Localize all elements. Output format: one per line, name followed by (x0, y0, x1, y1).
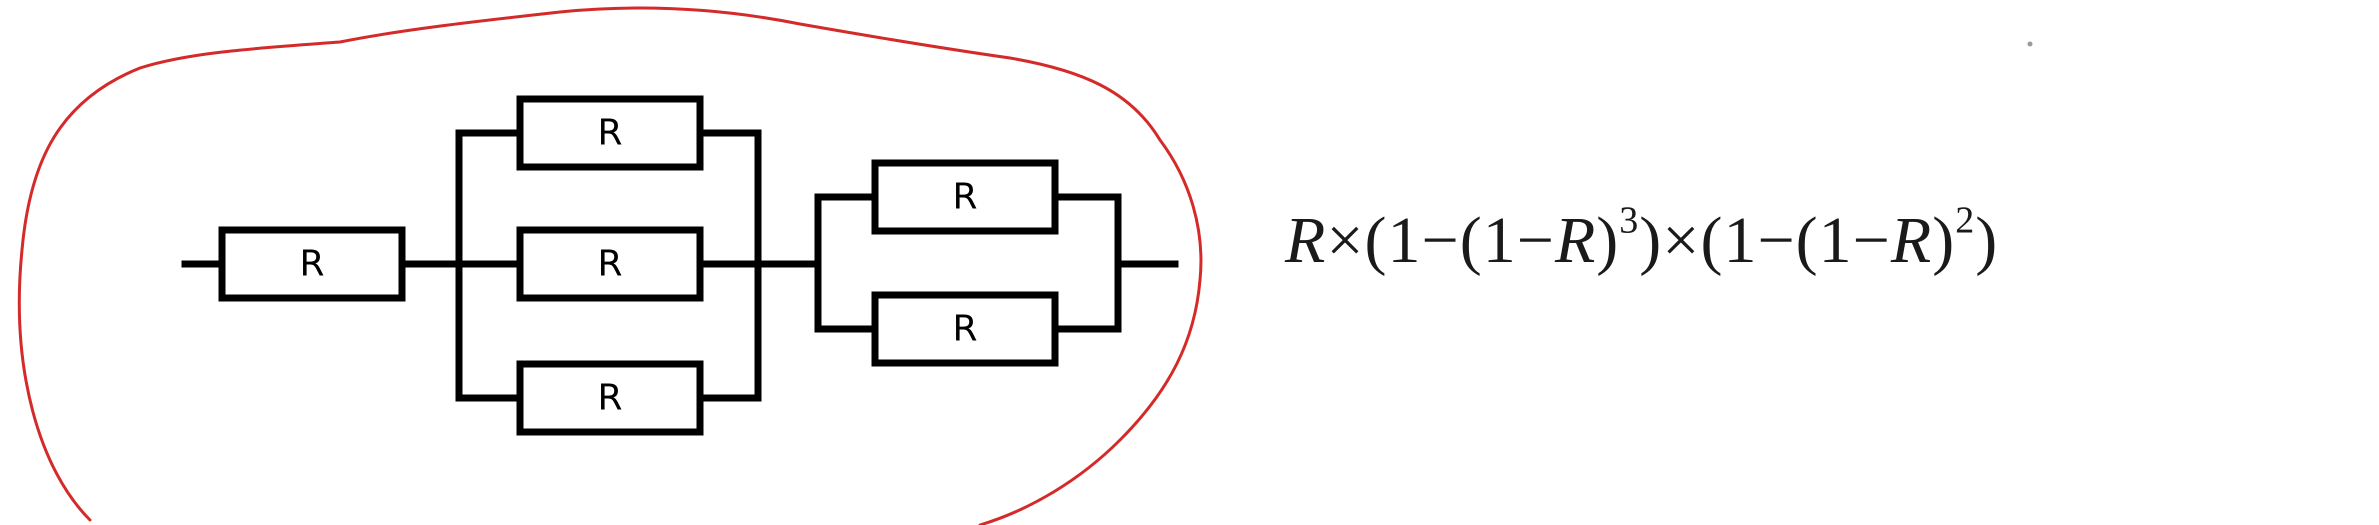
resistor-body (871, 159, 1059, 235)
resistor-parallel-a-2: R (516, 226, 704, 302)
resistor-body (516, 226, 704, 302)
resistor-parallel-a-1: R (516, 95, 704, 171)
resistor-body (871, 291, 1059, 367)
reliability-formula: R×(1−(1−R)3)×(1−(1−R)2) (1285, 201, 1998, 274)
circuit-wires (181, 129, 1179, 402)
formula-text: )×(1−(1− (1639, 204, 1891, 277)
resistor-body (218, 226, 406, 302)
resistor-body (516, 95, 704, 171)
resistor-label: R (952, 309, 977, 350)
resistor-label: R (597, 113, 622, 154)
speck-dot (2027, 41, 2033, 47)
formula-text: ) (1975, 204, 1999, 277)
resistor-series-1: R (218, 226, 406, 302)
resistor-label: R (597, 378, 622, 419)
formula-var: R (1890, 204, 1933, 277)
resistor-label: R (597, 244, 622, 285)
formula-var: R (1285, 204, 1327, 277)
resistor-parallel-b-2: R (871, 291, 1059, 367)
formula-text: ×(1−(1− (1326, 204, 1555, 277)
resistor-label: R (952, 177, 977, 218)
formula-exponent: 2 (1955, 199, 1976, 242)
resistor-parallel-a-3: R (516, 360, 704, 436)
formula-text: ) (1596, 204, 1620, 277)
formula-exponent: 3 (1619, 199, 1640, 242)
annotation-circle (17, 6, 1203, 525)
resistor-body (516, 360, 704, 436)
resistor-parallel-b-1: R (871, 159, 1059, 235)
formula-text: ) (1932, 204, 1956, 277)
resistor-label: R (299, 244, 324, 285)
formula-var: R (1554, 204, 1597, 277)
